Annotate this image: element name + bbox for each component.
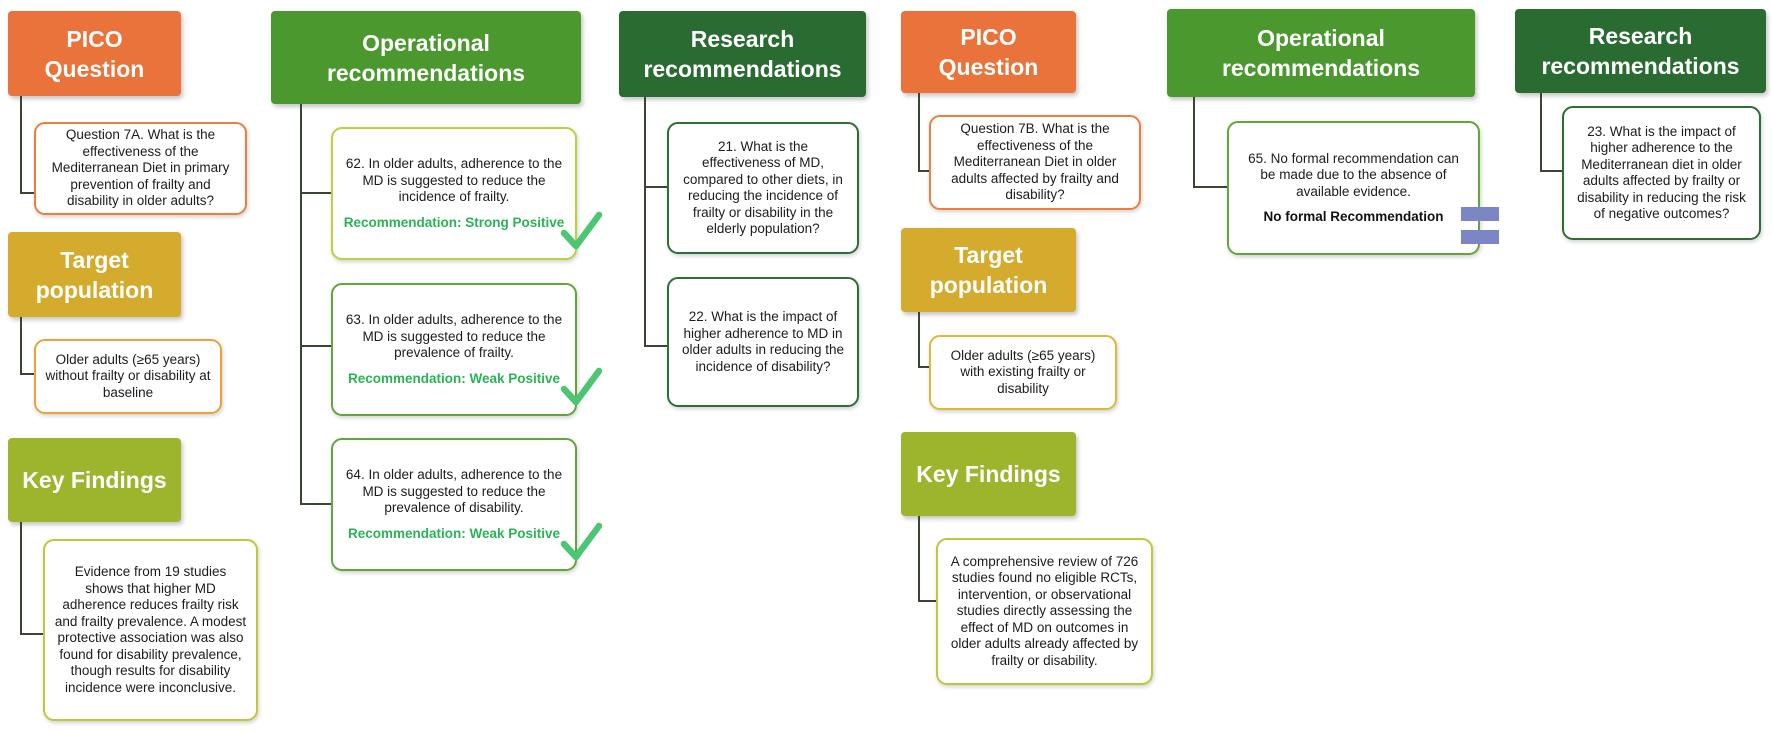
connector-line — [300, 192, 331, 194]
connector-line — [20, 373, 34, 375]
research-question-text: 23. What is the impact of higher adheren… — [1577, 123, 1746, 222]
operational-header-label: Operational recommendations — [326, 29, 526, 86]
connector-line — [644, 97, 646, 345]
connector-line — [1540, 93, 1542, 170]
key-findings-header: Key Findings — [901, 432, 1076, 516]
recommendation-strength: Recommendation: Weak Positive — [347, 370, 561, 386]
target-population-box: Older adults (≥65 years) with existing f… — [929, 335, 1117, 410]
recommendation-strength: No formal Recommendation — [1263, 209, 1444, 224]
check-icon — [560, 522, 603, 561]
operational-recommendations-header: Operational recommendations — [1167, 9, 1475, 97]
target-header-label: Target population — [929, 242, 1048, 298]
connector-line — [20, 96, 22, 192]
target-population-text: Older adults (≥65 years) without frailty… — [45, 351, 211, 400]
target-population-text: Older adults (≥65 years) with existing f… — [950, 347, 1096, 396]
target-population-header: Target population — [8, 232, 181, 317]
connector-line — [1193, 97, 1195, 186]
connector-line — [918, 516, 920, 600]
research-question-text: 22. What is the impact of higher adheren… — [681, 309, 845, 374]
connector-line — [1540, 170, 1562, 172]
connector-line — [644, 186, 667, 188]
connector-line — [20, 317, 22, 373]
pico-question-header: PICO Question — [8, 11, 181, 96]
pico-header-label: PICO Question — [938, 24, 1039, 80]
key-findings-box: Evidence from 19 studies shows that high… — [43, 539, 258, 721]
research-recommendations-header: Research recommendations — [1515, 9, 1766, 93]
connector-line — [644, 345, 667, 347]
operational-recommendations-header: Operational recommendations — [271, 11, 581, 104]
target-population-header: Target population — [901, 228, 1076, 312]
key-findings-box: A comprehensive review of 726 studies fo… — [936, 538, 1153, 685]
recommendation-text: 64. In older adults, adherence to the MD… — [345, 467, 563, 515]
target-population-box: Older adults (≥65 years) without frailty… — [34, 339, 222, 414]
connector-line — [20, 633, 43, 635]
connector-line — [918, 600, 936, 602]
research-recommendations-header: Research recommendations — [619, 11, 866, 97]
key-findings-text: Evidence from 19 studies shows that high… — [54, 564, 247, 695]
pico-question-header: PICO Question — [901, 11, 1076, 93]
connector-line — [918, 170, 929, 172]
research-question-23-box: 23. What is the impact of higher adheren… — [1562, 106, 1761, 240]
research-question-22-box: 22. What is the impact of higher adheren… — [667, 277, 859, 407]
key-findings-text: A comprehensive review of 726 studies fo… — [950, 553, 1139, 668]
research-header-label: Research recommendations — [643, 26, 842, 82]
research-question-text: 21. What is the effectiveness of MD, com… — [683, 138, 843, 237]
findings-header-label: Key Findings — [22, 467, 167, 493]
connector-line — [300, 345, 331, 347]
connector-line — [300, 503, 331, 505]
connector-line — [20, 522, 22, 633]
connector-line — [918, 312, 920, 366]
recommendation-62-box: 62. In older adults, adherence to the MD… — [331, 127, 603, 260]
findings-header-label: Key Findings — [916, 461, 1061, 487]
recommendation-strength: Recommendation: Weak Positive — [347, 525, 561, 541]
equals-icon — [1461, 207, 1499, 244]
research-question-21-box: 21. What is the effectiveness of MD, com… — [667, 122, 859, 254]
operational-header-label: Operational recommendations — [1221, 25, 1421, 81]
recommendation-text: 65. No formal recommendation can be made… — [1248, 150, 1459, 199]
recommendation-65-box: 65. No formal recommendation can be made… — [1227, 121, 1480, 255]
pico-question-text: Question 7A. What is the effectiveness o… — [51, 127, 230, 209]
recommendation-text: 62. In older adults, adherence to the MD… — [345, 156, 563, 204]
recommendation-strength: Recommendation: Strong Positive — [343, 214, 565, 230]
connector-line — [1193, 186, 1227, 188]
pico-header-label: PICO Question — [44, 25, 145, 82]
recommendation-text: 63. In older adults, adherence to the MD… — [345, 312, 563, 360]
recommendation-63-box: 63. In older adults, adherence to the MD… — [331, 283, 603, 416]
check-icon — [560, 211, 603, 250]
pico-question-text: Question 7B. What is the effectiveness o… — [951, 121, 1119, 203]
pico-question-box: Question 7A. What is the effectiveness o… — [34, 122, 247, 215]
connector-line — [300, 104, 302, 503]
target-header-label: Target population — [35, 246, 154, 303]
connector-line — [918, 366, 929, 368]
connector-line — [20, 192, 34, 194]
recommendation-64-box: 64. In older adults, adherence to the MD… — [331, 438, 603, 571]
pico-question-box: Question 7B. What is the effectiveness o… — [929, 115, 1141, 210]
connector-line — [918, 93, 920, 170]
research-header-label: Research recommendations — [1541, 23, 1740, 79]
check-icon — [560, 367, 603, 406]
key-findings-header: Key Findings — [8, 438, 181, 522]
